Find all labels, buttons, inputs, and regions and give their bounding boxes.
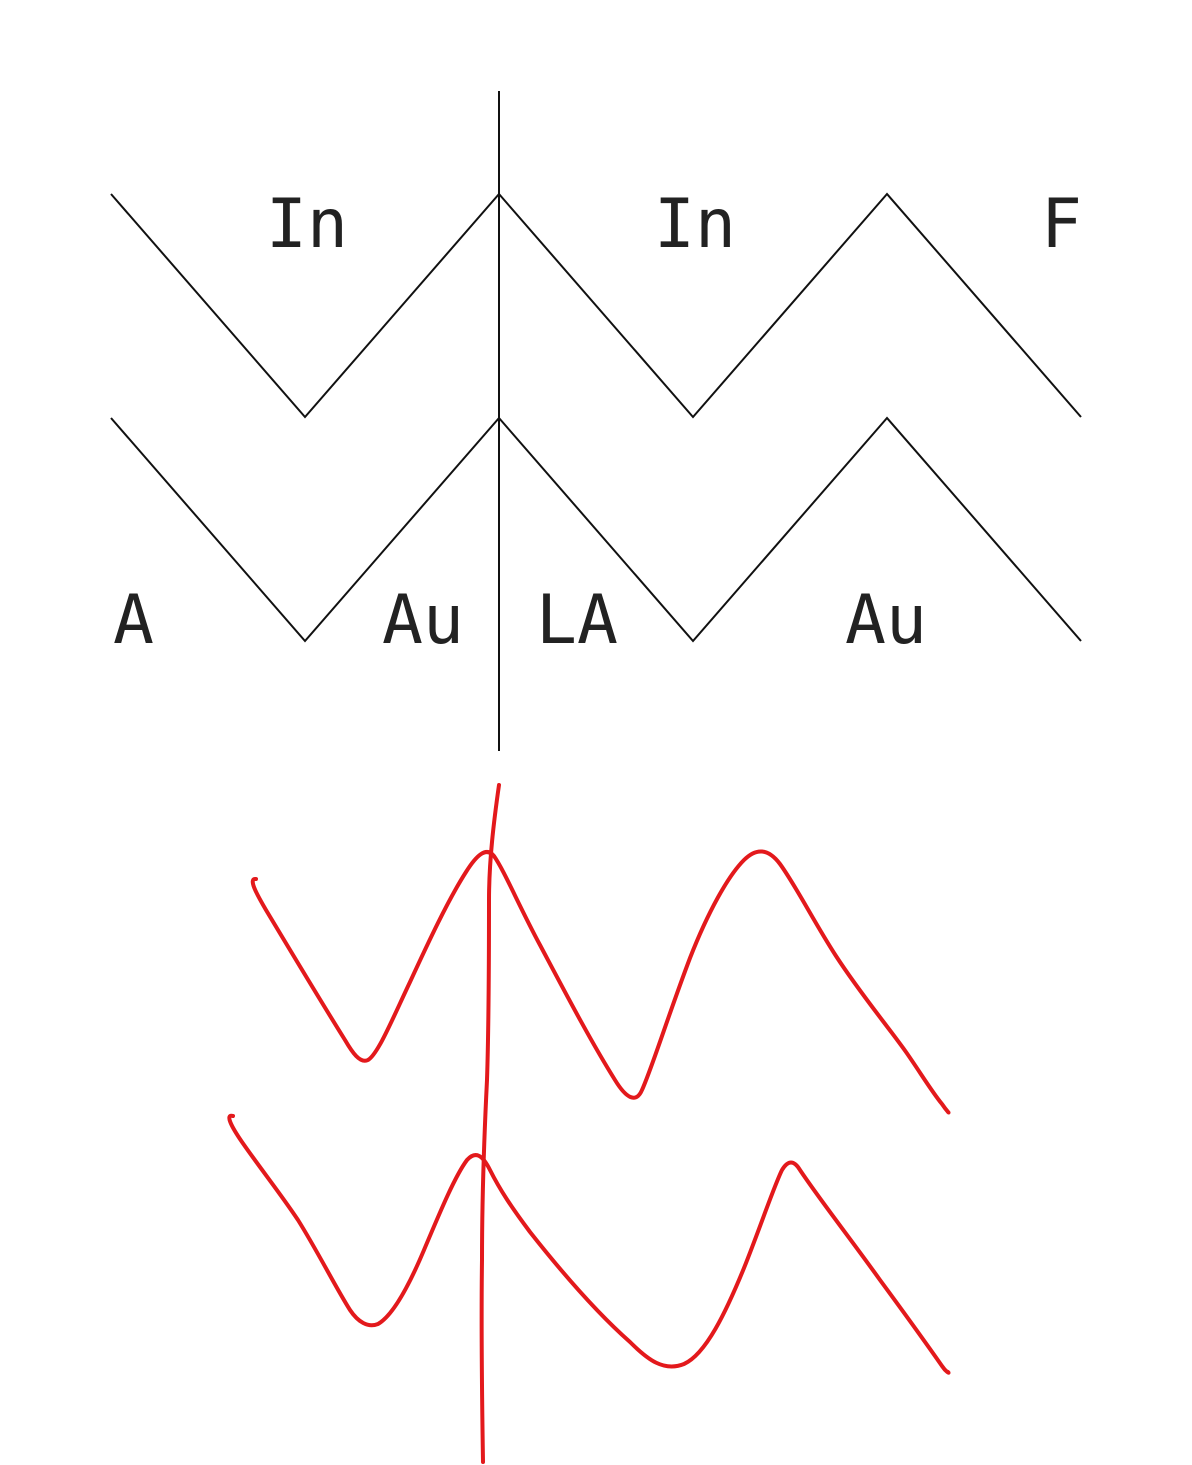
upper-zigzag-line — [110, 192, 1082, 419]
label-la: LA — [536, 581, 618, 660]
lower-zigzag-line — [110, 416, 1082, 643]
label-au-left: Au — [382, 581, 464, 660]
label-a: A — [113, 581, 154, 660]
line-diagram: In In F A Au LA Au — [110, 91, 1082, 751]
label-au-right: Au — [845, 581, 927, 660]
label-in-left: In — [266, 185, 348, 264]
sketch-vertical-stroke — [479, 783, 501, 1464]
label-in-middle: In — [654, 185, 736, 264]
label-f: F — [1041, 185, 1082, 264]
sketch-upper-zigzag — [250, 849, 951, 1115]
hand-sketch — [227, 783, 951, 1464]
sketch-lower-zigzag — [227, 1113, 951, 1375]
